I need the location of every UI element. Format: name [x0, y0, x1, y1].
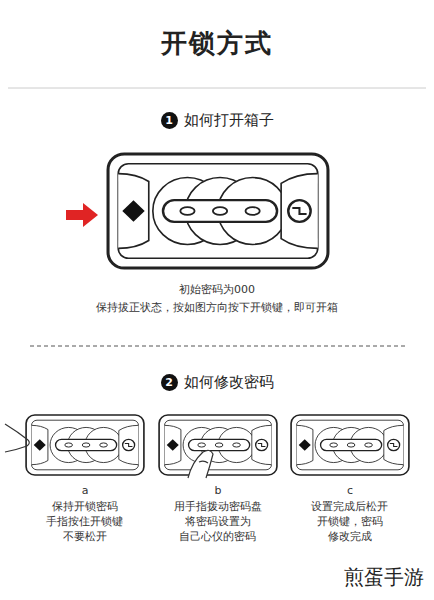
step-description: 用手指拨动密码盘 将密码设置为 自己心仪的密码 — [171, 500, 266, 545]
finger — [188, 450, 213, 478]
step-description: 设置完成后松开 开锁键，密码 修改完成 — [308, 500, 392, 545]
watermark: 煎蛋手游 — [344, 564, 424, 591]
step-number: 2 — [161, 374, 178, 391]
finger — [5, 424, 29, 452]
lock-illustration — [26, 415, 144, 475]
step-number: 1 — [161, 112, 178, 129]
section-heading: 如何打开箱子 — [184, 110, 274, 130]
lock-illustration — [108, 154, 328, 268]
step-letter: c — [330, 484, 370, 499]
note: 保持拔正状态，按如图方向按下开锁键，即可开箱 — [7, 301, 427, 316]
divider — [30, 346, 405, 347]
section-heading: 如何修改密码 — [184, 372, 274, 392]
step-letter: b — [198, 484, 238, 499]
lock-illustration — [291, 415, 409, 475]
header-rule — [8, 88, 426, 89]
step-description: 保持开锁密码 手指按住开锁键 不要松开 — [43, 500, 127, 545]
page-title: 开锁方式 — [0, 26, 434, 61]
step-letter: a — [65, 484, 105, 499]
red-arrow — [66, 203, 98, 227]
note: 初始密码为000 — [7, 283, 427, 298]
lock-illustration — [159, 415, 277, 475]
